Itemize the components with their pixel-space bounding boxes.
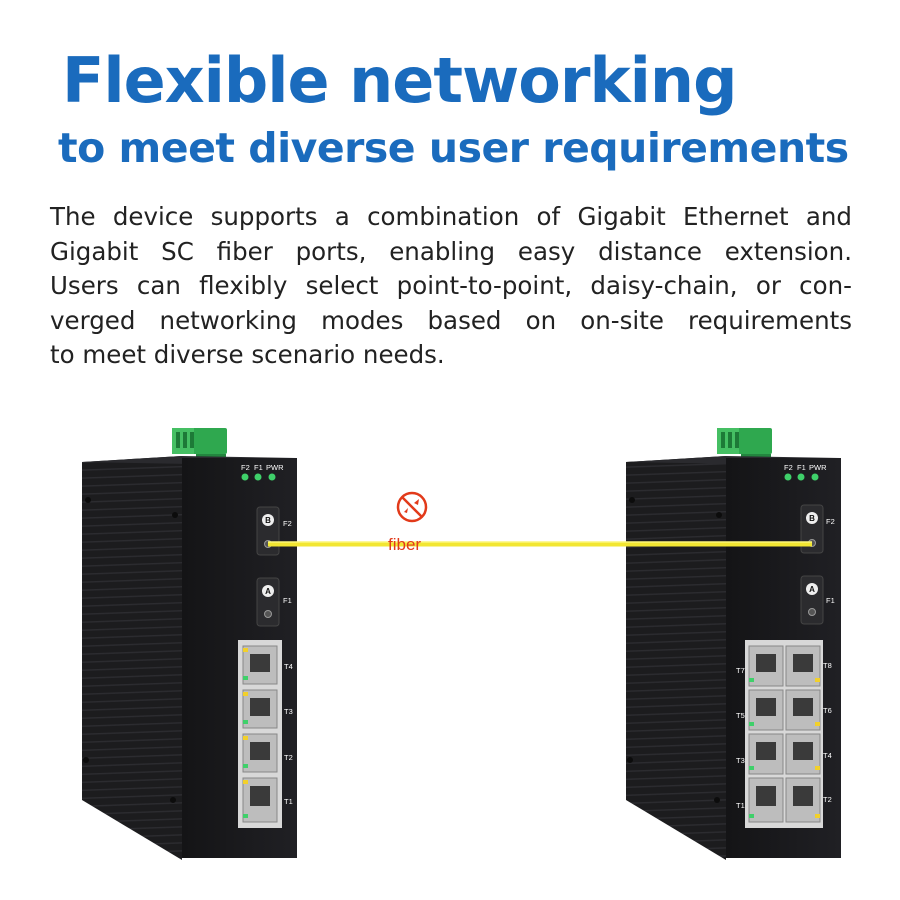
description-line: to meet diverse scenario needs.: [50, 340, 445, 369]
port-label: F2: [283, 519, 292, 528]
port-label: T4: [284, 662, 293, 671]
port-badge: B: [809, 514, 815, 523]
port-label: F1: [826, 596, 835, 605]
ethernet-ports: T4 T3 T2 T1: [238, 640, 293, 828]
ethernet-port-t7[interactable]: [748, 645, 784, 687]
led-label: F1: [254, 463, 263, 472]
ethernet-port-t3[interactable]: [748, 733, 784, 775]
ethernet-port-t5[interactable]: [748, 689, 784, 731]
fiber-label: fiber: [388, 535, 421, 554]
port-label: F1: [283, 596, 292, 605]
fiber-link: fiber: [268, 491, 812, 554]
network-diagram: F2 F1 PWR B F2 A F1: [82, 428, 841, 860]
description-line: The device supports a combination of Gig…: [50, 202, 852, 231]
led-pwr: [811, 473, 819, 481]
page-subtitle: to meet diverse user requirements: [58, 124, 849, 172]
description-line: Users can flexibly select point-to-point…: [50, 271, 852, 300]
ethernet-port-t3[interactable]: [242, 689, 278, 729]
left-switch: F2 F1 PWR B F2 A F1: [82, 428, 297, 860]
ethernet-port-t1[interactable]: [242, 777, 278, 823]
port-badge: B: [265, 516, 271, 525]
status-leds: F2 F1 PWR: [241, 463, 284, 481]
no-signal-fiber-icon: [396, 491, 428, 523]
ethernet-port-t2[interactable]: [785, 777, 821, 823]
port-label: T1: [736, 801, 745, 810]
power-terminal: [717, 428, 772, 460]
ethernet-port-t4[interactable]: [785, 733, 821, 775]
port-label: T2: [823, 795, 832, 804]
led-f1: [797, 473, 805, 481]
ethernet-port-t4[interactable]: [242, 645, 278, 685]
led-f2: [784, 473, 792, 481]
fiber-port-f2[interactable]: B F2: [800, 504, 835, 554]
ethernet-port-t2[interactable]: [242, 733, 278, 773]
description: The device supports a combination of Gig…: [50, 200, 852, 373]
port-label: T2: [284, 753, 293, 762]
ethernet-port-t6[interactable]: [785, 689, 821, 731]
port-badge: A: [809, 585, 815, 594]
port-label: T3: [284, 707, 293, 716]
port-label: F2: [826, 517, 835, 526]
status-leds: F2 F1 PWR: [784, 463, 827, 481]
fiber-port-f1[interactable]: A F1: [256, 577, 292, 627]
led-f1: [254, 473, 262, 481]
page-title: Flexible networking: [62, 44, 737, 117]
port-label: T4: [823, 751, 832, 760]
port-label: T7: [736, 666, 745, 675]
port-label: T5: [736, 711, 745, 720]
led-label: F2: [241, 463, 250, 472]
port-label: T6: [823, 706, 832, 715]
led-pwr: [268, 473, 276, 481]
ethernet-port-t8[interactable]: [785, 645, 821, 687]
port-badge: A: [265, 587, 271, 596]
led-label: F1: [797, 463, 806, 472]
fiber-port-f1[interactable]: A F1: [800, 575, 835, 625]
port-label: T3: [736, 756, 745, 765]
ethernet-port-t1[interactable]: [748, 777, 784, 823]
led-label: PWR: [809, 463, 827, 472]
led-label: PWR: [266, 463, 284, 472]
led-f2: [241, 473, 249, 481]
description-line: Gigabit SC fiber ports, enabling easy di…: [50, 236, 852, 266]
ethernet-ports: T7 T5 T3 T1 T8 T6 T4 T2: [736, 640, 832, 828]
description-line: verged networking modes based on on-site…: [50, 305, 852, 335]
right-switch: F2 F1 PWR B F2 A F1: [626, 428, 841, 860]
led-label: F2: [784, 463, 793, 472]
port-label: T8: [823, 661, 832, 670]
port-label: T1: [284, 797, 293, 806]
power-terminal: [172, 428, 227, 460]
